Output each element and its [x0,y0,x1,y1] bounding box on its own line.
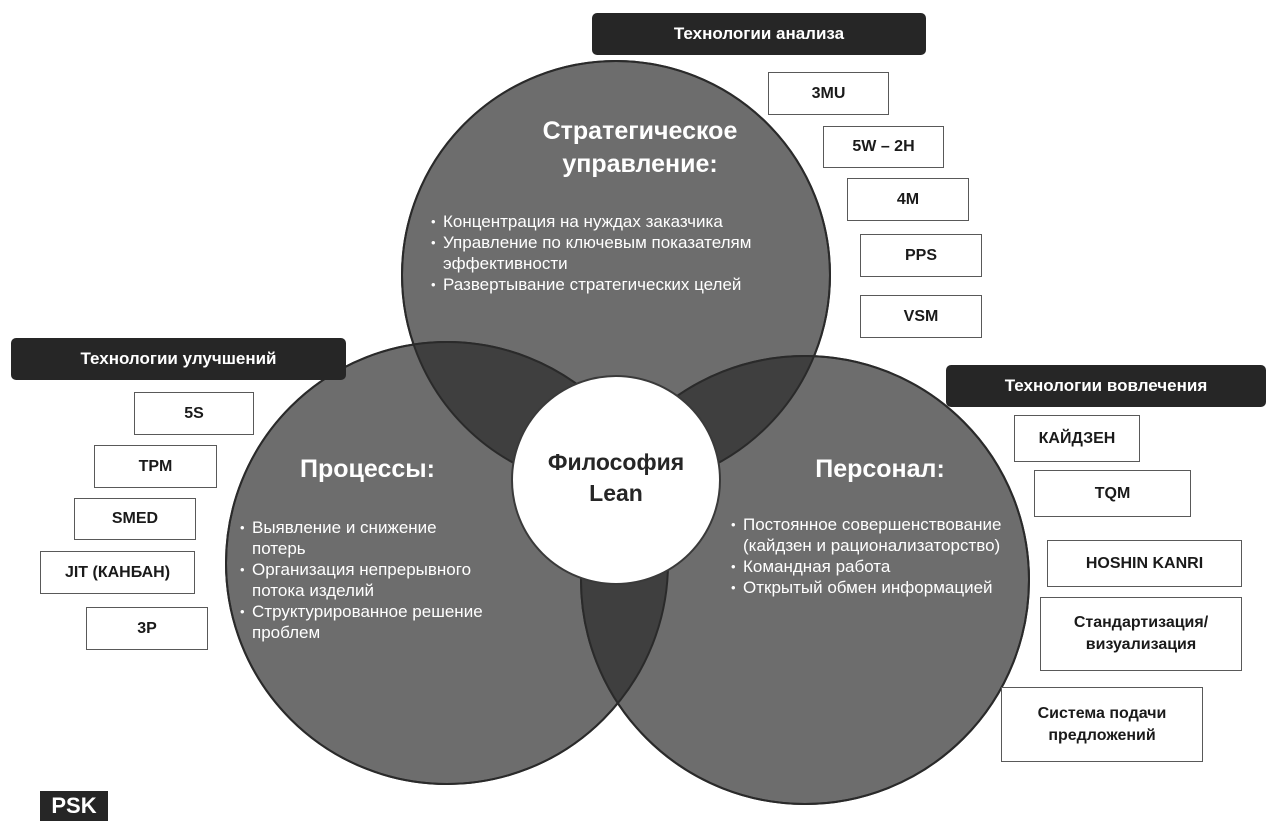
bullet-item: Организация непрерывного потока изделий [240,559,492,601]
bullet-item: Управление по ключевым показателям эффек… [431,232,831,274]
processes-title: Процессы: [300,455,435,483]
tool-jit: JIT (КАНБАН) [40,551,195,594]
center-circle [511,375,721,585]
bullet-item: Командная работа [731,556,1031,577]
tool-3p: 3P [86,607,208,650]
header-analysis: Технологии анализа [592,13,926,55]
bullet-item: Выявление и снижение потерь [240,517,492,559]
center-line-1: Философия [547,449,685,475]
header-improvement: Технологии улучшений [11,338,346,380]
tool-5s: 5S [134,392,254,435]
strategy-title: Стратегическое управление: [542,117,738,178]
tool-tpm: TPM [94,445,217,488]
bullet-item: Развертывание стратегических целей [431,274,831,295]
tool-tqm: TQM [1034,470,1191,517]
processes-bullets: Выявление и снижение потерь Организация … [240,517,492,643]
tool-standardization: Стандартизация/ визуализация [1040,597,1242,671]
header-involvement: Технологии вовлечения [946,365,1266,407]
tool-5w2h: 5W – 2H [823,126,944,168]
bullet-item: Постоянное совершенствование (кайдзен и … [731,514,1031,556]
tool-4m: 4M [847,178,969,221]
personnel-title: Персонал: [815,455,945,483]
tool-smed: SMED [74,498,196,540]
tool-3mu: 3MU [768,72,889,115]
tool-suggestion-system: Система подачи предложений [1001,687,1203,762]
center-label: Философия Lean [523,447,709,509]
tool-kaizen: КАЙДЗЕН [1014,415,1140,462]
bullet-item: Концентрация на нуждах заказчика [431,211,831,232]
tool-vsm: VSM [860,295,982,338]
strategy-bullets: Концентрация на нуждах заказчика Управле… [431,211,831,295]
tool-pps: PPS [860,234,982,277]
tool-hoshin-kanri: HOSHIN KANRI [1047,540,1242,587]
bullet-item: Структурированное решение проблем [240,601,492,643]
personnel-bullets: Постоянное совершенствование (кайдзен и … [731,514,1031,598]
center-line-2: Lean [589,480,643,507]
psk-logo: PSK [40,791,108,821]
bullet-item: Открытый обмен информацией [731,577,1031,598]
